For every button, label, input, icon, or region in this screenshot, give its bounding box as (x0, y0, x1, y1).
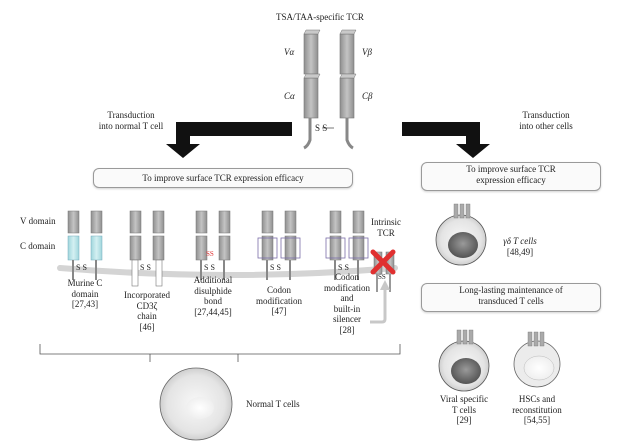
gd-t-cells-label: γδ T cells[48,49] (503, 236, 537, 257)
left-banner: To improve surface TCR expression effica… (93, 168, 353, 188)
ss-codon: S S (270, 263, 281, 272)
normal-t-cells-label: Normal T cells (246, 399, 300, 409)
gd-t-cell (435, 203, 487, 266)
label-vbeta: Vβ (362, 47, 372, 57)
tcr-disulphide (195, 210, 231, 280)
normal-t-cell (159, 367, 233, 441)
silencer-arrow (370, 288, 387, 324)
ss-cd3: S S (140, 263, 151, 272)
membrane (57, 265, 398, 278)
label-cbeta: Cβ (362, 91, 373, 101)
c-domain-label: C domain (20, 241, 56, 251)
top-tcr (303, 29, 357, 150)
tcr-murine (67, 210, 103, 280)
tcr-cd3zeta (129, 210, 165, 287)
tcr-codon-silencer (325, 210, 369, 280)
tcr-codon (257, 210, 301, 280)
label-calpha: Cα (284, 91, 295, 101)
ss-murine: S S (76, 263, 87, 272)
label-top-ss: S S (315, 123, 328, 133)
ss-codon-silencer: S S (338, 263, 349, 272)
ss-red-label: SS (206, 250, 214, 258)
ss-intrinsic: SS (378, 273, 386, 281)
v-domain-label: V domain (20, 216, 56, 226)
hsc-cell (513, 331, 561, 388)
bracket (39, 344, 401, 355)
viral-t-cell (438, 329, 490, 392)
red-x-icon (370, 249, 396, 275)
ss-disulphide: S S (204, 263, 215, 272)
diagram-title: TSA/TAA-specific TCR (276, 12, 364, 22)
arrow-right (402, 122, 490, 158)
arrow-left (166, 122, 292, 158)
label-valpha: Vα (284, 47, 295, 57)
